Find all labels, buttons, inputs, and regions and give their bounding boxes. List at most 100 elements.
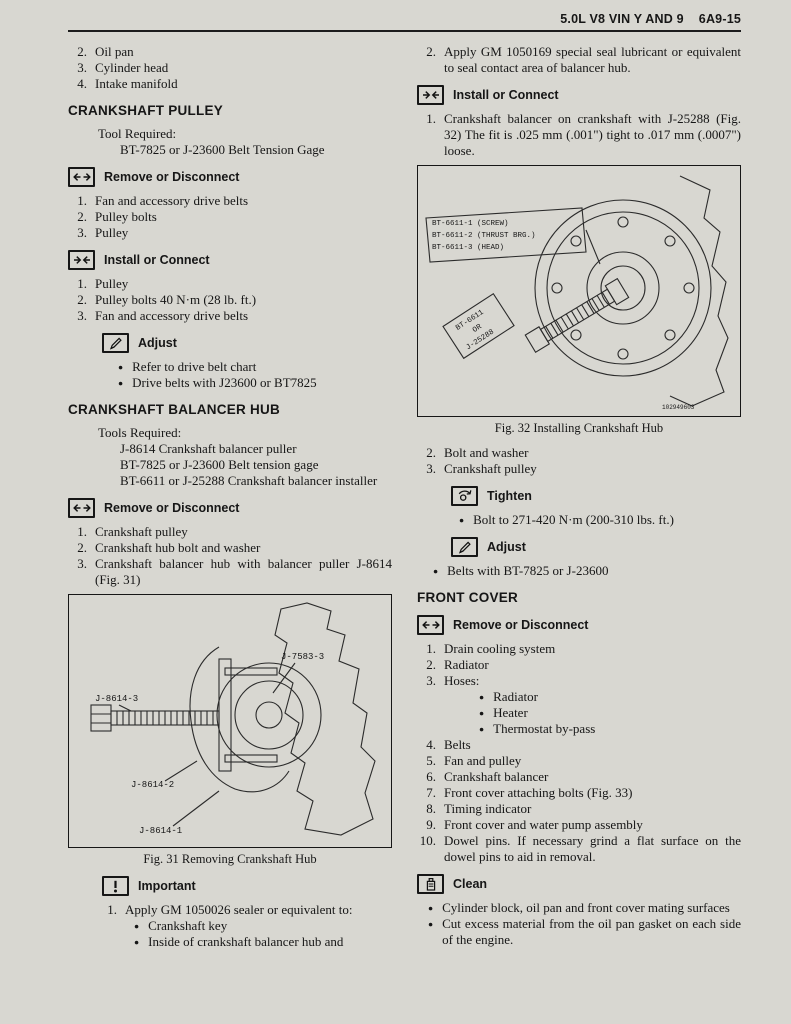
list-item-text: Crankshaft balancer hub with balancer pu… (95, 556, 392, 588)
list-item-text: Pulley (95, 276, 129, 292)
list-item-text: Radiator (444, 657, 489, 673)
remove-or-disconnect-row: Remove or Disconnect (417, 615, 741, 636)
bullet-item: Heater (479, 705, 741, 721)
list-item: 2.Oil pan (68, 44, 392, 60)
list-item: 2.Pulley bolts 40 N·m (28 lb. ft.) (68, 292, 392, 308)
list-item-number: 2. (77, 44, 87, 59)
remove-or-disconnect-row: Remove or Disconnect (68, 498, 392, 519)
fig32-callout-1: BT-6611-1 (SCREW) (432, 220, 509, 228)
list-item: 3.Pulley (68, 225, 392, 241)
list-item: 1.Drain cooling system (417, 641, 741, 657)
op-label: Install or Connect (453, 88, 559, 102)
list-item-text: Timing indicator (444, 801, 532, 817)
tools-required-label: Tool Required: (98, 126, 177, 142)
remove-or-disconnect-icon (68, 498, 95, 519)
page-number: 6A9-15 (698, 12, 741, 26)
adjust-bullets: Refer to drive belt chart Drive belts wi… (118, 359, 392, 391)
list-item-number: 6. (426, 769, 436, 785)
list-item: 3. Crankshaft pulley (417, 461, 741, 477)
list-item-text: Crankshaft balancer (444, 769, 549, 785)
op-label: Install or Connect (104, 253, 210, 268)
install-or-connect-icon (417, 85, 444, 105)
list-item-text: Front cover and water pump assembly (444, 817, 643, 833)
list-item-number: 3. (426, 461, 436, 476)
list-item-text: Crankshaft pulley (444, 461, 537, 476)
list-item-number: 1. (77, 276, 87, 292)
tools-required-label: Tools Required: (98, 425, 182, 441)
list-item: 4.Intake manifold (68, 76, 392, 92)
section-heading-crankshaft-balancer-hub: CRANKSHAFT BALANCER HUB (68, 402, 280, 418)
list-item: 7.Front cover attaching bolts (Fig. 33) (417, 785, 741, 801)
adjust-bullets: Belts with BT-7825 or J-23600 (433, 563, 741, 579)
bullet-text: Thermostat by-pass (493, 721, 596, 737)
header-rule (68, 30, 741, 32)
adjust-row: Adjust (102, 333, 392, 354)
bullet-item: Cut excess material from the oil pan gas… (428, 916, 741, 948)
list-item: 2.Pulley bolts (68, 209, 392, 225)
tool-line: BT-6611 or J-25288 Crankshaft balancer i… (120, 473, 378, 489)
list-item-number: 2. (426, 657, 436, 673)
list-item: 2.Apply GM 1050169 special seal lubrican… (417, 44, 741, 76)
bullet-item: Belts with BT-7825 or J-23600 (433, 563, 741, 579)
bullet-text: Radiator (493, 689, 538, 705)
bullet-item: Cylinder block, oil pan and front cover … (428, 900, 741, 916)
adjust-icon (102, 333, 129, 354)
list-item: 10.Dowel pins. If necessary grind a flat… (417, 833, 741, 865)
list-item-text: Bolt and washer (444, 445, 529, 460)
remove-list: 1.Fan and accessory drive belts 2.Pulley… (68, 193, 392, 241)
list-item-number: 4. (426, 737, 436, 753)
list-item-number: 8. (426, 801, 436, 817)
tighten-icon (451, 486, 478, 506)
list-item-text: Fan and accessory drive belts (95, 193, 249, 209)
figure-32-caption: Fig. 32 Installing Crankshaft Hub (494, 421, 664, 435)
install-list: 1.Crankshaft balancer on crankshaft with… (417, 111, 741, 159)
fig32-callout-3: BT-6611-3 (HEAD) (432, 244, 504, 252)
left-column: 2.Oil pan 3.Cylinder head 4.Intake manif… (68, 44, 392, 950)
op-label: Tighten (487, 489, 532, 503)
list-item: 1.Fan and accessory drive belts (68, 193, 392, 209)
seal-list: 2.Apply GM 1050169 special seal lubrican… (417, 44, 741, 76)
list-item-number: 1. (426, 641, 436, 657)
install-list: 1. Pulley 2.Pulley bolts 40 N·m (28 lb. f… (68, 276, 392, 324)
list-item-text: Fan and accessory drive belts (95, 308, 249, 324)
op-label: Remove or Disconnect (453, 618, 589, 633)
op-label: Important (138, 879, 196, 894)
list-item: 1. Pulley (68, 276, 392, 292)
tool-line: J-8614 Crankshaft balancer puller (120, 441, 297, 457)
bullet-item: Inside of crankshaft balancer hub and (134, 934, 392, 950)
list-item: 2.Crankshaft hub bolt and washer (68, 540, 392, 556)
remove-or-disconnect-icon (68, 167, 95, 188)
list-item: 2.Bolt and washer (417, 445, 741, 461)
front-cover-list: 1.Drain cooling system 2.Radiator 3.Hose… (417, 641, 741, 865)
fig31-label-2: J-7583-3 (281, 652, 324, 662)
list-item: 8. Timing indicator (417, 801, 741, 817)
tool-line: BT-7825 or J-23600 Belt Tension Gage (120, 142, 325, 158)
list-item-number: 3. (77, 225, 87, 241)
list-item-number: 3. (77, 60, 87, 75)
list-item-text: Hoses: (444, 673, 480, 689)
fig31-label-1: J-8614-3 (95, 694, 138, 704)
fig31-illustration: J-8614-3 J-7583-3 J-8614-2 J-8614-1 (90, 602, 376, 836)
list-item-number: 1. (77, 524, 87, 540)
list-item-number: 2. (77, 292, 87, 308)
bullet-text: Bolt to 271-420 N·m (200-310 lbs. ft.) (473, 512, 674, 527)
list-item: 1.Crankshaft pulley (68, 524, 392, 540)
bullet-text: Crankshaft key (148, 918, 228, 934)
figure-32: BT-6611-1 (SCREW) BT-6611-2 (THRUST BRG.… (417, 165, 741, 417)
bullet-text: Inside of crankshaft balancer hub and (148, 934, 344, 950)
list-item-number: 1. (426, 111, 436, 126)
list-item-number: 2. (77, 209, 87, 225)
list-item: 9.Front cover and water pump assembly (417, 817, 741, 833)
op-label: Remove or Disconnect (104, 501, 240, 516)
list-item: 2. Radiator (417, 657, 741, 673)
fig32-tool-label-line2: OR (472, 323, 484, 335)
clean-icon (417, 874, 444, 895)
op-label: Clean (453, 877, 488, 892)
list-item: 4.Belts (417, 737, 741, 753)
remove-or-disconnect-row: Remove or Disconnect (68, 167, 392, 188)
op-label: Adjust (487, 540, 526, 554)
list-item-number: 4. (77, 76, 87, 91)
list-item-number: 10. (419, 833, 436, 849)
